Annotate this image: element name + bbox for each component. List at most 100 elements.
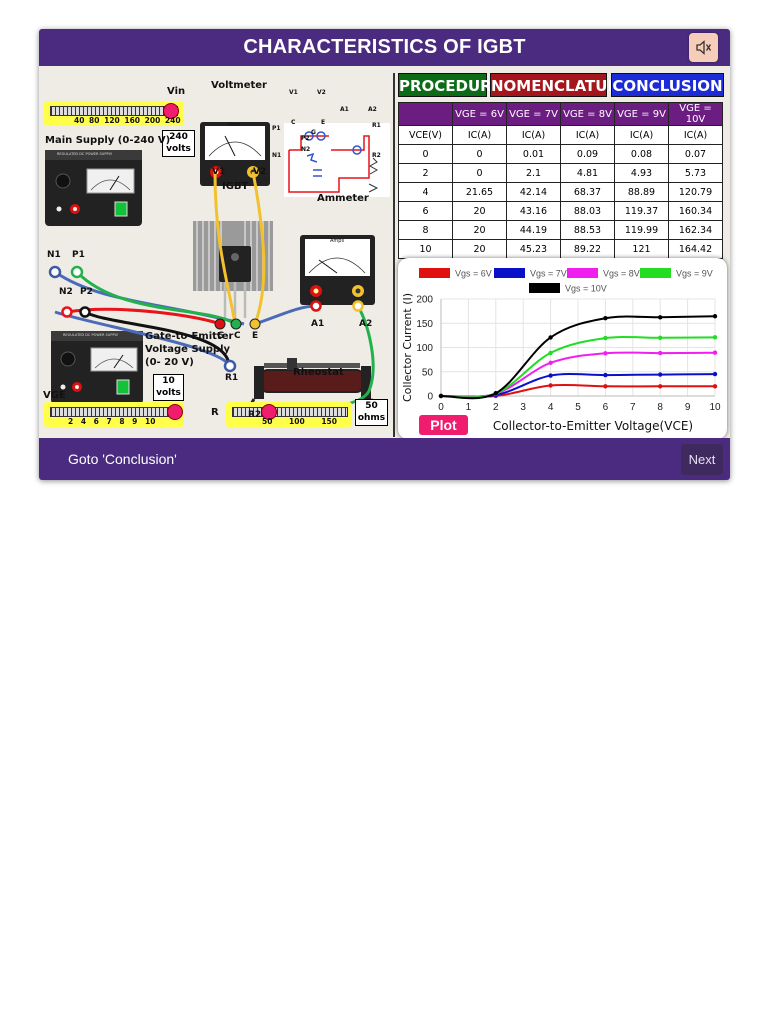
y-axis-label: Collector Current (I): [401, 293, 414, 402]
mute-button[interactable]: [689, 33, 718, 62]
terminal-p2-label: P2: [80, 287, 93, 297]
panel-divider: [393, 73, 395, 437]
terminal-n1-label: N1: [47, 250, 61, 260]
table-cell: 0: [452, 144, 507, 164]
table-cell: 4.81: [560, 163, 615, 183]
procedure-button[interactable]: PROCEDURE: [398, 73, 502, 97]
terminal-v2-label: V2: [253, 167, 267, 177]
data-point: [658, 350, 663, 356]
igbt-label: IGBT: [222, 181, 249, 192]
data-point: [712, 371, 718, 377]
circuit-v1-label: V1: [289, 89, 298, 96]
title-bar: CHARACTERISTICS OF IGBT: [39, 29, 730, 66]
table-cell: 119.99: [614, 220, 669, 240]
gate-psu-caption: REGULATED DC POWER SUPPLY: [63, 333, 119, 337]
apparatus-canvas: [45, 122, 390, 418]
table-subheader-cell: IC(A): [668, 125, 723, 145]
circuit-diagram: [284, 123, 390, 197]
table-subheader-cell: IC(A): [560, 125, 615, 145]
table-header-cell: VGE = 8V: [560, 102, 615, 126]
r-slider[interactable]: 50 100 150: [226, 402, 352, 427]
table-subheader-cell: IC(A): [452, 125, 507, 145]
r-value: 50 ohms: [355, 399, 388, 426]
vin-label: Vin: [167, 86, 186, 97]
vin-slider-knob[interactable]: [163, 103, 179, 119]
r-scale: 50 100 150: [262, 417, 337, 426]
conclusion-button[interactable]: CONCLUSION: [611, 73, 724, 97]
data-point: [603, 384, 608, 389]
circuit-p1-label: P1: [272, 125, 281, 132]
nomenclature-button[interactable]: NOMENCLATURE: [490, 73, 629, 97]
gate-supply-label-2: Voltage Supply: [145, 344, 231, 355]
circuit-r1-label: R1: [372, 122, 381, 129]
vin-slider-track: [50, 106, 178, 116]
data-point: [548, 373, 553, 378]
voltmeter-label: Voltmeter: [211, 80, 267, 91]
plot-button[interactable]: Plot: [419, 415, 468, 435]
table-header-cell: VGE = 7V: [506, 102, 561, 126]
table-cell: 20: [452, 220, 507, 240]
table-header-cell: [398, 102, 453, 126]
table-cell: 10: [398, 239, 453, 259]
circuit-g-label: G: [311, 129, 316, 136]
terminal-a1-label: A1: [311, 319, 325, 329]
table-subheader-cell: VCE(V): [398, 125, 453, 145]
table-cell: 45.23: [506, 239, 561, 259]
main-psu-caption: REGULATED DC POWER SUPPLY: [57, 152, 113, 156]
x-tick-label: 10: [709, 402, 721, 413]
legend-swatch: [494, 268, 525, 278]
table-cell: 44.19: [506, 220, 561, 240]
table-cell: 5.73: [668, 163, 723, 183]
terminal-v1-label: V1: [212, 167, 226, 177]
y-tick-label: 0: [427, 392, 433, 403]
vge-slider[interactable]: 2 4 6 7 8 9 10: [44, 402, 184, 427]
table-cell: 0: [452, 163, 507, 183]
vin-slider[interactable]: 40 80 120 160 200 240: [44, 101, 184, 126]
table-cell: 0.09: [560, 144, 615, 164]
vge-slider-knob[interactable]: [167, 404, 183, 420]
next-button[interactable]: Next: [681, 444, 723, 475]
table-cell: 119.37: [614, 201, 669, 221]
circuit-r2-label: R2: [372, 152, 381, 159]
data-point: [548, 383, 553, 388]
x-tick-label: 1: [466, 402, 472, 413]
table-cell: 0.08: [614, 144, 669, 164]
data-point: [603, 316, 608, 321]
x-tick-label: 0: [438, 402, 444, 413]
data-point: [712, 350, 718, 355]
table-cell: 6: [398, 201, 453, 221]
table-cell: 4: [398, 182, 453, 202]
table-cell: 4.93: [614, 163, 669, 183]
terminal-r2-label: R2: [248, 410, 262, 420]
x-tick-label: 2: [493, 402, 499, 413]
legend-swatch: [567, 268, 598, 278]
footer-bar: Goto 'Conclusion' Next: [39, 438, 730, 480]
data-point: [493, 391, 498, 396]
data-point: [603, 372, 608, 378]
terminal-g-label: G: [217, 331, 225, 341]
x-tick-label: 3: [520, 402, 526, 413]
x-tick-label: 5: [575, 402, 581, 413]
ammeter-unit: Amps: [330, 238, 345, 244]
igbt-device: [193, 221, 273, 318]
data-point: [548, 350, 553, 356]
circuit-a2-label: A2: [368, 106, 377, 113]
data-point: [658, 384, 663, 389]
goto-conclusion-link[interactable]: Goto 'Conclusion': [68, 451, 177, 467]
data-point: [658, 335, 663, 341]
data-point: [712, 335, 718, 340]
y-tick-label: 50: [422, 367, 434, 378]
x-tick-label: 8: [657, 402, 663, 413]
legend-swatch: [640, 268, 671, 278]
page-title: CHARACTERISTICS OF IGBT: [243, 36, 526, 58]
r-slider-knob[interactable]: [261, 404, 277, 420]
table-cell: 160.34: [668, 201, 723, 221]
table-subheader-row: VCE(V) IC(A) IC(A) IC(A) IC(A) IC(A): [398, 125, 723, 145]
table-header-cell: VGE = 10V: [668, 102, 723, 126]
data-point: [712, 384, 718, 389]
